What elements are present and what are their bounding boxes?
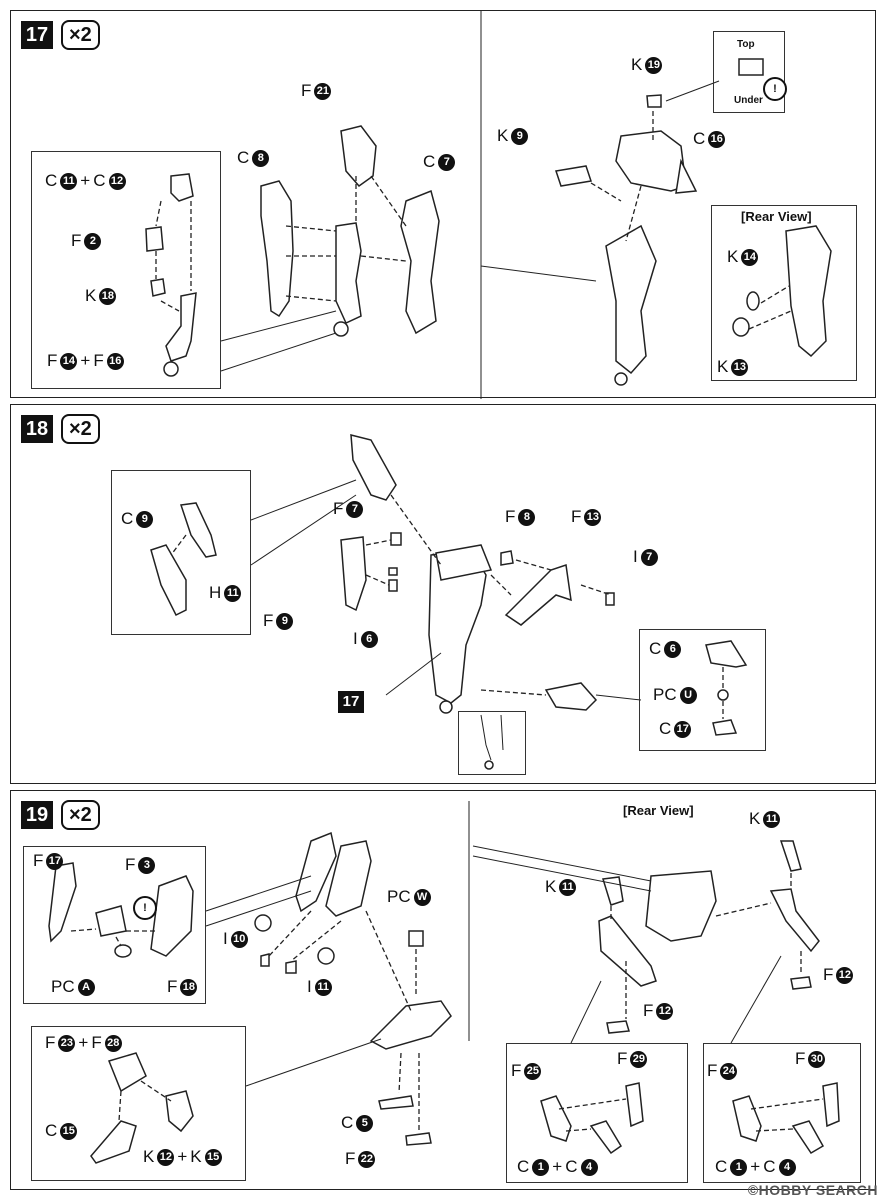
step-19-upper-left-box [23,846,206,1004]
step-17-drawing [145,11,832,399]
multiplier: ×2 [61,800,100,830]
multiplier: ×2 [61,414,100,444]
rear-view-title: [Rear View] [741,209,812,224]
step-18-drawing [150,434,748,770]
step-19-drawing [48,801,840,1164]
step-number: 17 [21,21,53,49]
step-19-panel: 19 ×2 [10,790,876,1190]
step-19-rear-box-b [703,1043,861,1183]
orientation-inset [713,31,785,113]
rear-view-box [711,205,857,381]
ref-step-17-badge: 17 [338,691,364,713]
step-17-panel: 17 ×2 [10,10,876,399]
multiplier: ×2 [61,20,100,50]
step-18-panel: 18 ×2 [10,404,876,784]
step-18-detail-inset [458,711,526,775]
watermark: ©HOBBY SEARCH [747,1182,878,1198]
step-18-subassembly-box [111,470,251,635]
step-number: 18 [21,415,53,443]
orientation-under: Under [734,95,763,106]
warning-icon: ! [763,77,787,101]
orientation-top: Top [737,39,755,50]
step-17-subassembly-box [31,151,221,389]
step-19-rear-box-a [506,1043,688,1183]
step-18-cap-box [639,629,766,751]
step-19-lower-left-box [31,1026,246,1181]
warning-icon: ! [133,896,157,920]
step-number: 19 [21,801,53,829]
rear-view-title: [Rear View] [623,803,694,818]
